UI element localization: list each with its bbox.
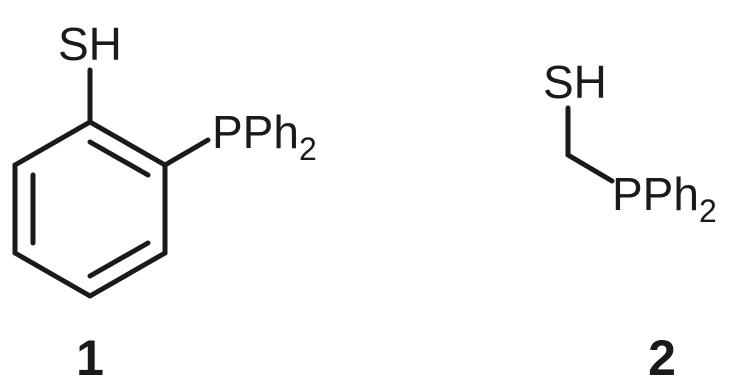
ring-bond-top-right bbox=[87, 119, 168, 168]
ring-bond-bottom-right bbox=[87, 250, 168, 299]
compound-2-phosphine-main: PPh bbox=[612, 168, 699, 220]
compound-1-phosphine-label: PPh2 bbox=[212, 106, 317, 167]
carbon-phosphorus-bond-2 bbox=[565, 152, 615, 184]
compound-2-thiol-label: SH bbox=[543, 56, 607, 108]
compound-2-phosphine-subscript: 2 bbox=[699, 193, 717, 229]
compound-1-number: 1 bbox=[76, 330, 104, 386]
compound-2-number: 2 bbox=[648, 330, 676, 386]
ring-inner-double-bond-lower bbox=[87, 240, 151, 279]
benzene-ring bbox=[12, 119, 168, 299]
ring-inner-double-bond-upper bbox=[87, 139, 151, 178]
compound-2-phosphine-label: PPh2 bbox=[612, 168, 717, 229]
ring-bond-top-left bbox=[12, 119, 93, 168]
compound-1-structure: SH PPh2 bbox=[12, 18, 317, 299]
compound-2-structure: SH PPh2 bbox=[543, 56, 717, 229]
compound-1-phosphine-main: PPh bbox=[212, 106, 299, 158]
ring-bond-bottom-left bbox=[12, 250, 93, 299]
compound-1-phosphine-subscript: 2 bbox=[299, 131, 317, 167]
carbon-phosphorus-bond bbox=[162, 137, 211, 168]
compound-1-thiol-label: SH bbox=[58, 18, 122, 70]
